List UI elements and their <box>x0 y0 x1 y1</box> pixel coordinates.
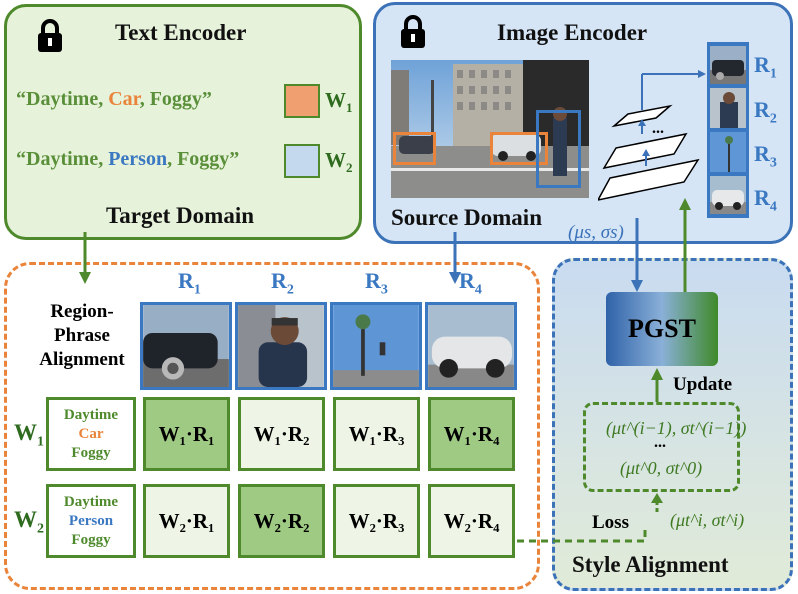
pyramid-ellipsis: ... <box>652 120 664 137</box>
memory-top-entry: (μt^(i−1), σt^(i−1)) <box>606 418 747 438</box>
similarity-cell-w1-r2: W₁·R₂ <box>238 397 325 471</box>
update-label: Update <box>673 374 733 395</box>
phrase-car: “Daytime, Car, Foggy” <box>16 88 212 111</box>
car-bbox-2 <box>490 132 548 165</box>
region-thumb-r2 <box>710 88 746 128</box>
descriptor-word: Daytime <box>63 493 119 510</box>
similarity-cell-w1-r4: W₁·R₄ <box>428 397 515 471</box>
pgst-module: PGST <box>606 292 718 366</box>
phrase-person-close: , Foggy” <box>167 148 240 170</box>
region-thumb-r4 <box>710 176 746 214</box>
region-thumb-r1 <box>710 46 746 84</box>
image-encoder-title: Image Encoder <box>497 20 648 45</box>
descriptor-word: Person <box>68 512 114 529</box>
region-label-r3: R3 <box>754 141 777 171</box>
row-label-w1: W1 <box>14 420 44 450</box>
descriptor-word: Car <box>78 425 104 442</box>
column-image-r4 <box>425 302 517 390</box>
text-encoder-title: Text Encoder <box>115 20 247 45</box>
alignment-heading-line1: Region- <box>50 301 114 322</box>
w2-label: W2 <box>325 148 353 176</box>
phrase-car-object: Car <box>108 88 140 110</box>
phrase-person: “Daytime, Person, Foggy” <box>16 148 239 171</box>
alignment-heading-line2: Phrase <box>54 325 110 346</box>
row-descriptor-w1: Daytime Car Foggy <box>46 397 136 471</box>
source-domain-label: Source Domain <box>391 205 542 230</box>
row-label-w2: W2 <box>14 507 44 537</box>
memory-ellipsis: ... <box>654 434 666 451</box>
w2-swatch <box>284 144 320 178</box>
column-image-r2 <box>235 302 327 390</box>
lock-icon <box>401 15 425 48</box>
region-thumb-r3 <box>710 132 746 172</box>
current-style-stats: (μt^i, σt^i) <box>670 510 745 530</box>
car-bbox-1 <box>393 132 436 165</box>
loss-label: Loss <box>592 512 629 533</box>
phrase-person-object: Person <box>108 148 168 170</box>
column-label-r4: R4 <box>459 268 482 298</box>
similarity-cell-w1-r3: W₁·R₃ <box>333 397 420 471</box>
similarity-cell-w2-r3: W₂·R₃ <box>333 484 420 558</box>
column-image-r3 <box>330 302 422 390</box>
similarity-cell-w2-r2: W₂·R₂ <box>238 484 325 558</box>
style-alignment-label: Style Alignment <box>572 552 729 577</box>
w1-label: W1 <box>325 88 353 116</box>
similarity-cell-w1-r1: W₁·R₁ <box>143 397 230 471</box>
descriptor-word: Daytime <box>63 406 119 423</box>
column-label-r3: R3 <box>365 268 388 298</box>
phrase-person-open: “Daytime, <box>16 148 109 170</box>
phrase-car-close: , Foggy” <box>139 88 212 110</box>
column-label-r2: R2 <box>271 268 294 298</box>
region-label-r4: R4 <box>754 185 777 215</box>
region-label-r2: R2 <box>754 97 777 127</box>
descriptor-word: Foggy <box>71 531 111 548</box>
source-stats: (μs, σs) <box>568 222 624 243</box>
alignment-heading: Region- Phrase Alignment <box>28 300 136 372</box>
alignment-heading-line3: Alignment <box>39 349 125 370</box>
similarity-cell-w2-r4: W₂·R₄ <box>428 484 515 558</box>
row-descriptor-w2: Daytime Person Foggy <box>46 484 136 558</box>
style-memory-bank <box>583 402 740 492</box>
source-domain-image <box>391 60 589 198</box>
lock-icon <box>38 19 62 52</box>
region-label-r1: R1 <box>754 52 777 82</box>
column-image-r1 <box>140 302 232 390</box>
feature-pyramid <box>598 70 706 201</box>
person-bbox <box>536 110 581 188</box>
target-domain-label: Target Domain <box>106 203 255 228</box>
memory-bottom-entry: (μt^0, σt^0) <box>620 458 703 478</box>
similarity-cell-w2-r1: W₂·R₁ <box>143 484 230 558</box>
text-encoder-panel <box>4 4 362 240</box>
phrase-car-open: “Daytime, <box>16 88 109 110</box>
w1-swatch <box>284 84 320 118</box>
descriptor-word: Foggy <box>71 444 111 461</box>
column-label-r1: R1 <box>178 268 201 298</box>
